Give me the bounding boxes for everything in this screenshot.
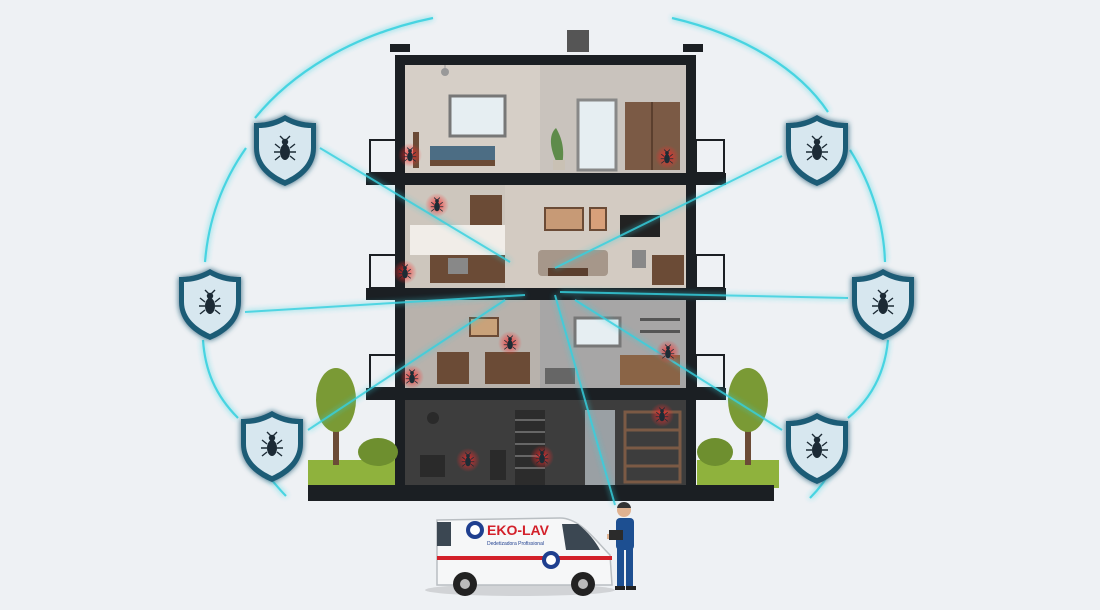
basement-floor (405, 400, 687, 485)
van-brand-text: EKO-LAV (487, 522, 550, 538)
pest-alert (655, 145, 679, 169)
technician (607, 502, 636, 590)
pest-alert (656, 340, 680, 364)
detection-beams (244, 147, 849, 506)
pest-alerts (393, 143, 680, 472)
pest-alert (400, 365, 424, 389)
service-van: EKO-LAV Dedetizadora Profissional (425, 517, 615, 596)
pest-alert (398, 143, 422, 167)
pest-alert (425, 193, 449, 217)
pest-alert (498, 331, 522, 355)
pest-alert (393, 260, 417, 284)
pest-alert (650, 403, 674, 427)
van-tagline: Dedetizadora Profissional (487, 541, 544, 547)
pest-alert (456, 448, 480, 472)
tree-left (316, 368, 398, 466)
pest-alert (530, 445, 554, 469)
